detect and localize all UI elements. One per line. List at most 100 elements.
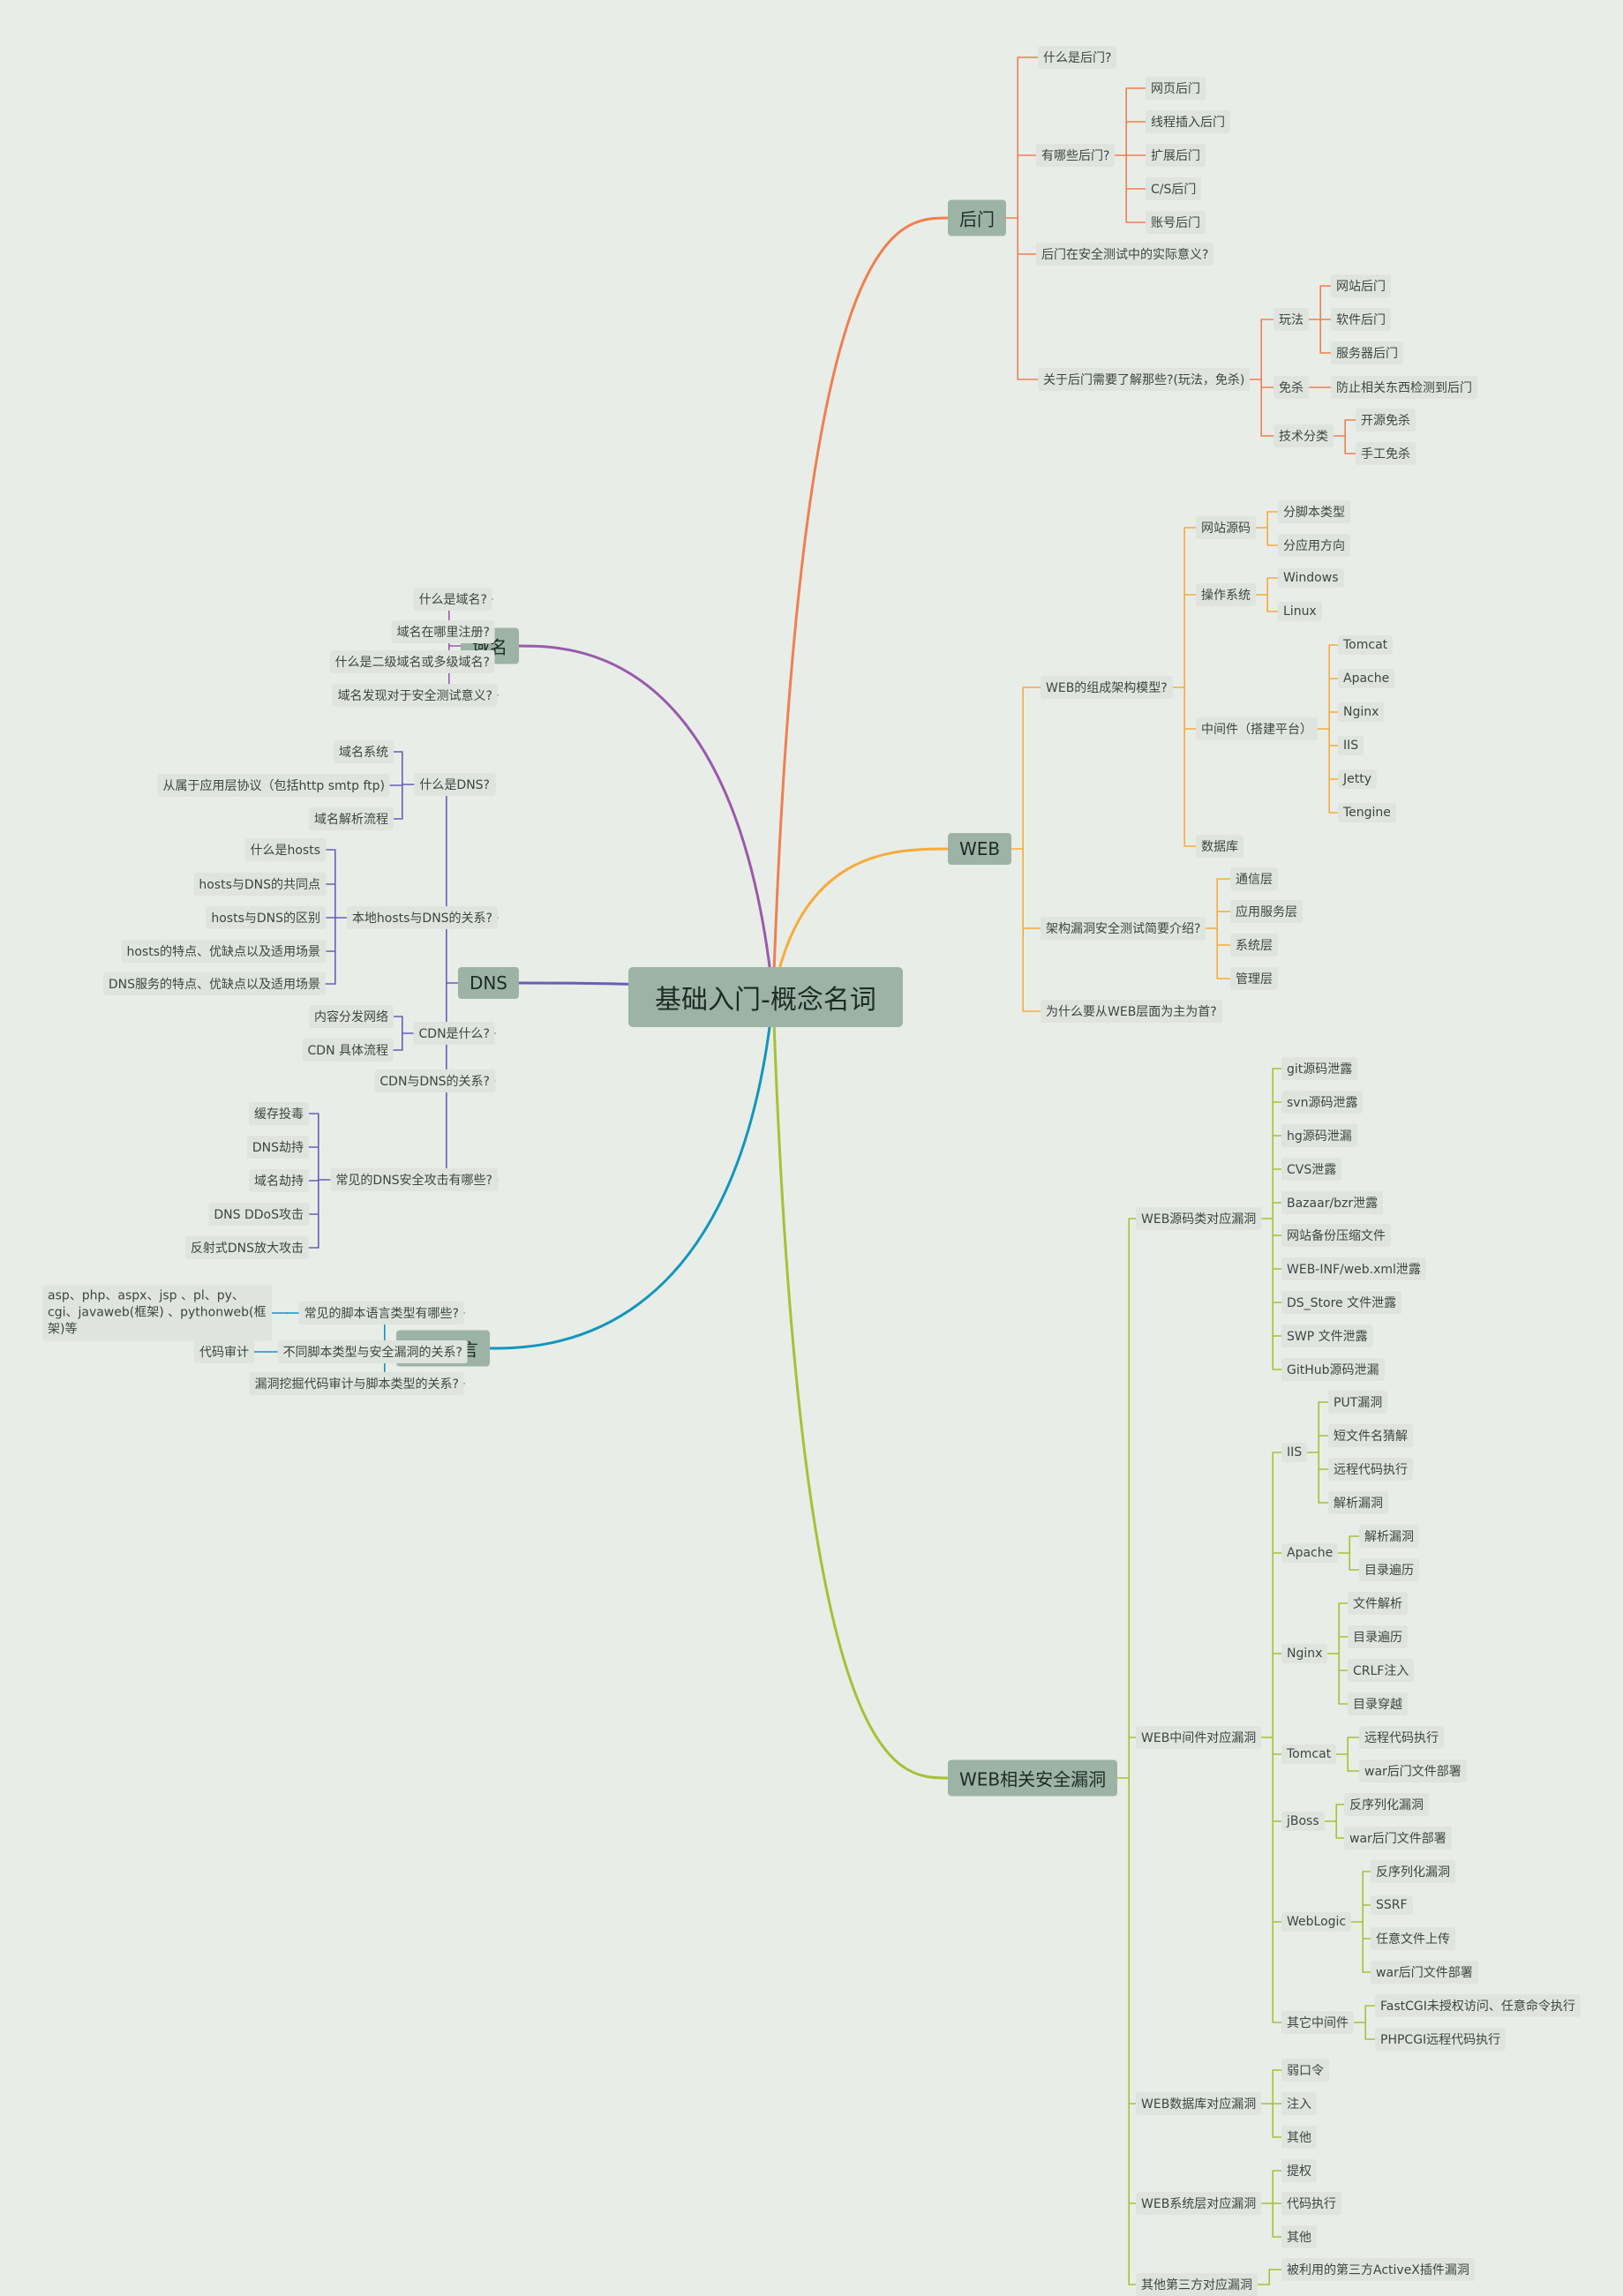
topic-0-2[interactable]: 后门在安全测试中的实际意义? <box>1036 243 1214 266</box>
topic-0-3-0-0[interactable]: 网站后门 <box>1331 274 1391 297</box>
topic-2-2[interactable]: WEB数据库对应漏洞 <box>1136 2092 1262 2115</box>
topic-1-0-3[interactable]: 数据库 <box>1196 835 1244 858</box>
topic-1-0-2-5[interactable]: Tengine <box>1338 803 1396 822</box>
topic-2-1-2[interactable]: Nginx <box>1281 1644 1328 1663</box>
topic-0-0[interactable]: 什么是后门? <box>1038 46 1117 69</box>
topic-3-1[interactable]: 域名在哪里注册? <box>391 620 495 643</box>
topic-5-1[interactable]: 不同脚本类型与安全漏洞的关系? <box>277 1340 468 1363</box>
topic-4-2[interactable]: CDN是什么? <box>413 1022 495 1045</box>
topic-1-0-2-1[interactable]: Apache <box>1338 669 1395 688</box>
topic-4-0-2[interactable]: 域名解析流程 <box>309 807 394 830</box>
topic-4-4-3[interactable]: DNS DDoS攻击 <box>208 1203 309 1226</box>
topic-4-4-2[interactable]: 域名劫持 <box>249 1169 309 1192</box>
root-topic[interactable]: 基础入门-概念名词 <box>628 967 903 1027</box>
topic-2-2-2[interactable]: 其他 <box>1281 2126 1317 2149</box>
branch-1[interactable]: WEB <box>948 833 1012 865</box>
topic-4-0-1[interactable]: 从属于应用层协议（包括http smtp ftp) <box>157 774 390 797</box>
topic-2-1-0[interactable]: IIS <box>1281 1443 1308 1462</box>
topic-4-1-0[interactable]: 什么是hosts <box>244 838 326 861</box>
topic-5-0[interactable]: 常见的脚本语言类型有哪些? <box>298 1302 464 1324</box>
topic-4-1-4[interactable]: DNS服务的特点、优缺点以及适用场景 <box>102 972 326 995</box>
topic-2-1-2-1[interactable]: 目录遍历 <box>1348 1625 1408 1648</box>
topic-1-0-2[interactable]: 中间件（搭建平台） <box>1196 717 1318 740</box>
topic-2-2-1[interactable]: 注入 <box>1281 2092 1317 2115</box>
topic-2-1-1-1[interactable]: 目录遍历 <box>1359 1558 1419 1581</box>
topic-0-3-1-0[interactable]: 防止相关东西检测到后门 <box>1331 376 1477 399</box>
topic-2-0-9[interactable]: GitHub源码泄漏 <box>1281 1358 1385 1381</box>
topic-2-1-0-3[interactable]: 解析漏洞 <box>1328 1491 1388 1514</box>
topic-2-0-2[interactable]: hg源码泄漏 <box>1281 1124 1357 1147</box>
topic-5-0-0[interactable]: asp、php、aspx、jsp 、pl、py、cgi、javaweb(框架) … <box>42 1285 272 1341</box>
topic-4-0[interactable]: 什么是DNS? <box>414 773 495 796</box>
topic-0-1-4[interactable]: 账号后门 <box>1146 211 1206 234</box>
topic-0-3-0-1[interactable]: 软件后门 <box>1331 308 1391 331</box>
topic-2-1-5-1[interactable]: SSRF <box>1371 1895 1413 1915</box>
topic-1-1-1[interactable]: 应用服务层 <box>1230 900 1303 923</box>
topic-2-1-1-0[interactable]: 解析漏洞 <box>1359 1525 1419 1548</box>
topic-3-0[interactable]: 什么是域名? <box>413 588 492 611</box>
topic-1-1[interactable]: 架构漏洞安全测试简要介绍? <box>1041 917 1206 940</box>
topic-4-4-4[interactable]: 反射式DNS放大攻击 <box>184 1236 309 1259</box>
topic-2-0-8[interactable]: SWP 文件泄露 <box>1281 1324 1373 1347</box>
topic-0-3[interactable]: 关于后门需要了解那些?(玩法，免杀) <box>1038 368 1251 391</box>
topic-2-3[interactable]: WEB系统层对应漏洞 <box>1136 2192 1262 2215</box>
topic-2-1-4-0[interactable]: 反序列化漏洞 <box>1344 1793 1429 1816</box>
topic-2-3-0[interactable]: 提权 <box>1281 2159 1317 2182</box>
topic-1-2[interactable]: 为什么要从WEB层面为主为首? <box>1041 1000 1222 1023</box>
branch-2[interactable]: WEB相关安全漏洞 <box>948 1760 1118 1797</box>
topic-2-0-7[interactable]: DS_Store 文件泄露 <box>1281 1291 1402 1314</box>
topic-4-0-0[interactable]: 域名系统 <box>334 740 394 763</box>
topic-2-1-4-1[interactable]: war后门文件部署 <box>1344 1827 1452 1850</box>
topic-1-0-1-0[interactable]: Windows <box>1278 568 1344 588</box>
topic-2-1-5-0[interactable]: 反序列化漏洞 <box>1371 1860 1455 1883</box>
topic-2-1-4[interactable]: jBoss <box>1281 1812 1325 1831</box>
topic-0-1-3[interactable]: C/S后门 <box>1146 177 1202 200</box>
topic-2-2-0[interactable]: 弱口令 <box>1281 2059 1329 2082</box>
topic-4-3[interactable]: CDN与DNS的关系? <box>374 1069 495 1092</box>
topic-1-0-0[interactable]: 网站源码 <box>1196 516 1256 539</box>
topic-1-1-2[interactable]: 系统层 <box>1230 934 1278 957</box>
topic-2-3-2[interactable]: 其他 <box>1281 2225 1317 2248</box>
topic-2-1-2-0[interactable]: 文件解析 <box>1348 1592 1408 1615</box>
topic-0-1-0[interactable]: 网页后门 <box>1146 77 1206 100</box>
topic-2-0-0[interactable]: git源码泄露 <box>1281 1057 1358 1080</box>
topic-2-3-1[interactable]: 代码执行 <box>1281 2192 1341 2215</box>
topic-2-1-5-2[interactable]: 任意文件上传 <box>1371 1927 1455 1950</box>
topic-2-1-6[interactable]: 其它中间件 <box>1281 2011 1354 2034</box>
topic-4-2-0[interactable]: 内容分发网络 <box>309 1005 394 1028</box>
topic-0-3-0[interactable]: 玩法 <box>1274 308 1309 331</box>
topic-1-0[interactable]: WEB的组成架构模型? <box>1041 676 1173 699</box>
topic-1-0-2-3[interactable]: IIS <box>1338 736 1364 755</box>
topic-2-4-0[interactable]: 被利用的第三方ActiveX插件漏洞 <box>1281 2258 1475 2281</box>
topic-1-0-0-0[interactable]: 分脚本类型 <box>1278 500 1350 523</box>
topic-4-1-1[interactable]: hosts与DNS的共同点 <box>193 873 326 896</box>
topic-1-0-1[interactable]: 操作系统 <box>1196 583 1256 606</box>
topic-2-1-3[interactable]: Tomcat <box>1281 1745 1337 1764</box>
topic-2-1-5[interactable]: WebLogic <box>1281 1912 1352 1932</box>
topic-1-0-0-1[interactable]: 分应用方向 <box>1278 534 1350 557</box>
topic-0-3-1[interactable]: 免杀 <box>1274 376 1309 399</box>
topic-0-1[interactable]: 有哪些后门? <box>1036 144 1116 167</box>
topic-0-3-2[interactable]: 技术分类 <box>1274 424 1334 447</box>
topic-2-1-5-3[interactable]: war后门文件部署 <box>1371 1961 1478 1984</box>
topic-1-0-2-0[interactable]: Tomcat <box>1338 635 1394 655</box>
topic-0-3-0-2[interactable]: 服务器后门 <box>1331 341 1403 364</box>
branch-4[interactable]: DNS <box>457 967 519 999</box>
topic-4-4-1[interactable]: DNS劫持 <box>246 1136 309 1159</box>
topic-5-1-0[interactable]: 代码审计 <box>194 1340 254 1363</box>
topic-2-1-1[interactable]: Apache <box>1281 1543 1339 1563</box>
topic-4-4[interactable]: 常见的DNS安全攻击有哪些? <box>330 1168 498 1191</box>
topic-3-3[interactable]: 域名发现对于安全测试意义? <box>332 684 498 707</box>
topic-2-1-6-0[interactable]: FastCGI未授权访问、任意命令执行 <box>1375 1994 1581 2017</box>
topic-0-3-2-1[interactable]: 手工免杀 <box>1356 442 1416 465</box>
topic-4-4-0[interactable]: 缓存投毒 <box>249 1102 309 1125</box>
topic-0-1-2[interactable]: 扩展后门 <box>1146 144 1206 167</box>
topic-2-1-3-0[interactable]: 远程代码执行 <box>1359 1726 1444 1749</box>
topic-2-1-2-3[interactable]: 目录穿越 <box>1348 1692 1408 1715</box>
topic-2-0-6[interactable]: WEB-INF/web.xml泄露 <box>1281 1257 1426 1280</box>
topic-1-1-0[interactable]: 通信层 <box>1230 867 1278 890</box>
topic-2-1-6-1[interactable]: PHPCGI远程代码执行 <box>1375 2028 1507 2051</box>
topic-2-1[interactable]: WEB中间件对应漏洞 <box>1136 1726 1262 1749</box>
topic-2-1-0-0[interactable]: PUT漏洞 <box>1328 1391 1388 1414</box>
topic-1-0-2-4[interactable]: Jetty <box>1338 769 1378 789</box>
